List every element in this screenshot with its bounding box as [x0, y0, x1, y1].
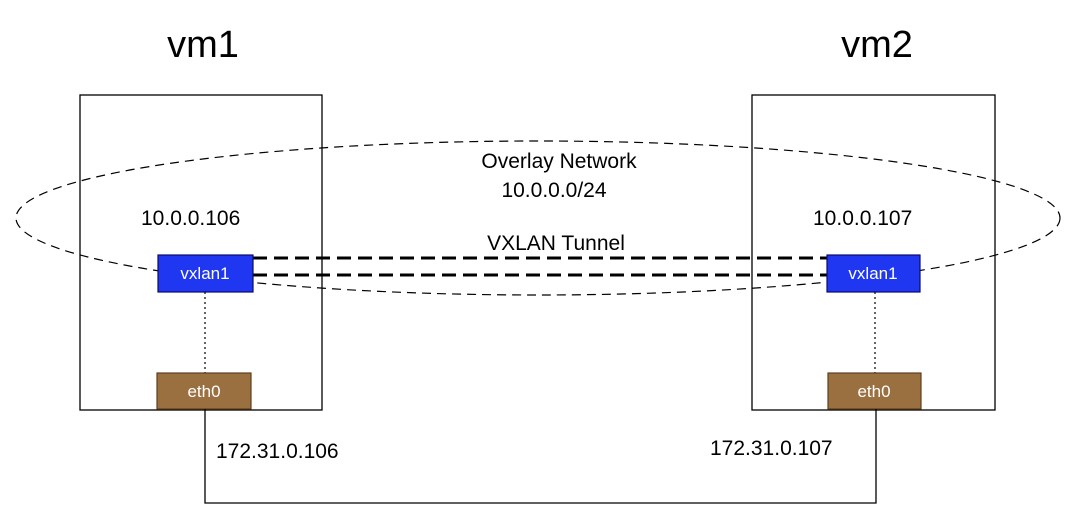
vm2-overlay-ip: 10.0.0.107	[813, 207, 912, 230]
vm1-eth-ip: 172.31.0.106	[216, 440, 339, 463]
vm1-eth-box	[156, 372, 252, 410]
vm2-vxlan-label: vxlan1	[848, 264, 897, 283]
vm2-vxlan-interface: vxlan1	[826, 254, 921, 293]
vm2-eth-box	[827, 372, 922, 410]
vm1-vxlan-box	[157, 254, 254, 293]
overlay-network-subnet: 10.0.0.0/24	[501, 179, 606, 202]
vm1-eth-label: eth0	[187, 382, 220, 401]
vm1-box	[79, 94, 323, 411]
vm1-title: vm1	[167, 24, 239, 66]
vm2-box	[751, 94, 996, 411]
vm2-eth-interface: eth0	[827, 372, 922, 410]
vm1-overlay-ip: 10.0.0.106	[141, 207, 240, 230]
overlay-network-ellipse	[15, 140, 1061, 296]
vxlan-tunnel-label: VXLAN Tunnel	[487, 232, 625, 255]
vm1-eth-interface: eth0	[156, 372, 252, 410]
vm2-eth-ip: 172.31.0.107	[710, 437, 833, 460]
vm1-vxlan-label: vxlan1	[180, 264, 229, 283]
vm2-title: vm2	[841, 24, 913, 66]
physical-network-wire	[204, 409, 877, 504]
vm2-eth-label: eth0	[857, 382, 890, 401]
overlay-network-title: Overlay Network	[481, 150, 637, 173]
vm2-vxlan-box	[826, 254, 921, 293]
vm1-vxlan-interface: vxlan1	[157, 254, 254, 293]
